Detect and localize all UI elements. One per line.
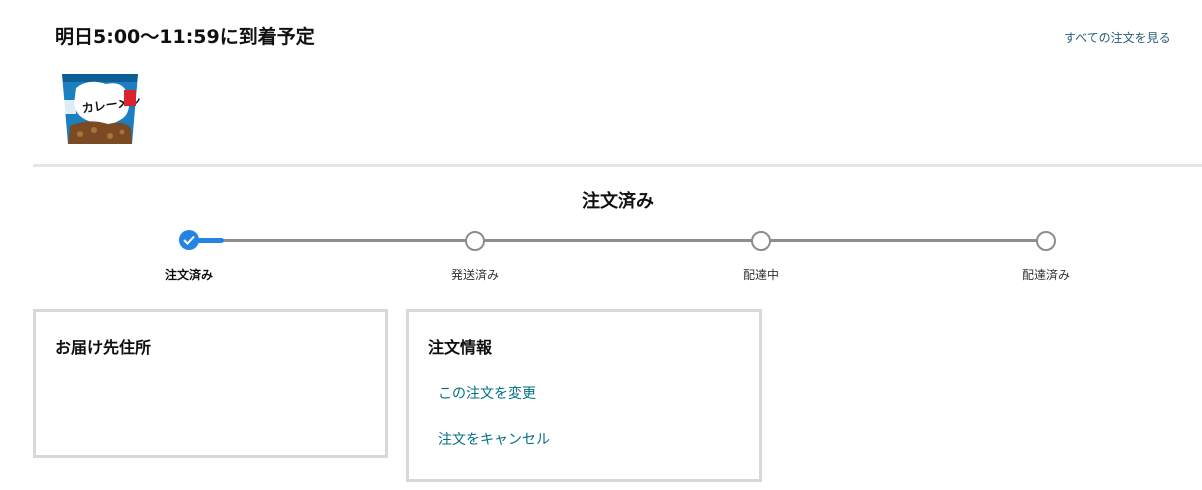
step-label-ordered: 注文済み xyxy=(164,268,213,282)
step-delivered-dot xyxy=(1036,231,1056,251)
order-info-title: 注文情報 xyxy=(428,338,493,357)
shipping-address-title: お届け先住所 xyxy=(55,338,152,357)
cancel-order-link[interactable]: 注文をキャンセル xyxy=(438,432,550,448)
order-info-card: 注文情報 この注文を変更 注文をキャンセル xyxy=(406,309,762,482)
step-ordered-check-icon xyxy=(179,230,199,250)
checkmark-icon xyxy=(183,235,195,245)
step-label-delivered: 配達済み xyxy=(1021,268,1070,282)
modify-order-link[interactable]: この注文を変更 xyxy=(438,386,536,402)
step-shipped-dot xyxy=(465,231,485,251)
step-label-in-transit: 配達中 xyxy=(742,268,779,282)
order-status-title: 注文済み xyxy=(582,191,654,212)
shipping-address-card: お届け先住所 xyxy=(33,309,388,458)
product-thumbnail[interactable]: カレーメシ xyxy=(58,70,142,148)
delivery-estimate-title: 明日5:00〜11:59に到着予定 xyxy=(55,26,315,48)
step-in-transit-dot xyxy=(751,231,771,251)
section-divider xyxy=(33,164,1202,167)
progress-fill xyxy=(189,238,224,243)
step-label-shipped: 発送済み xyxy=(450,268,499,282)
view-all-orders-link[interactable]: すべての注文を見る xyxy=(1064,31,1171,45)
progress-track xyxy=(189,239,1046,242)
curry-meshi-cup-image: カレーメシ xyxy=(62,74,142,144)
